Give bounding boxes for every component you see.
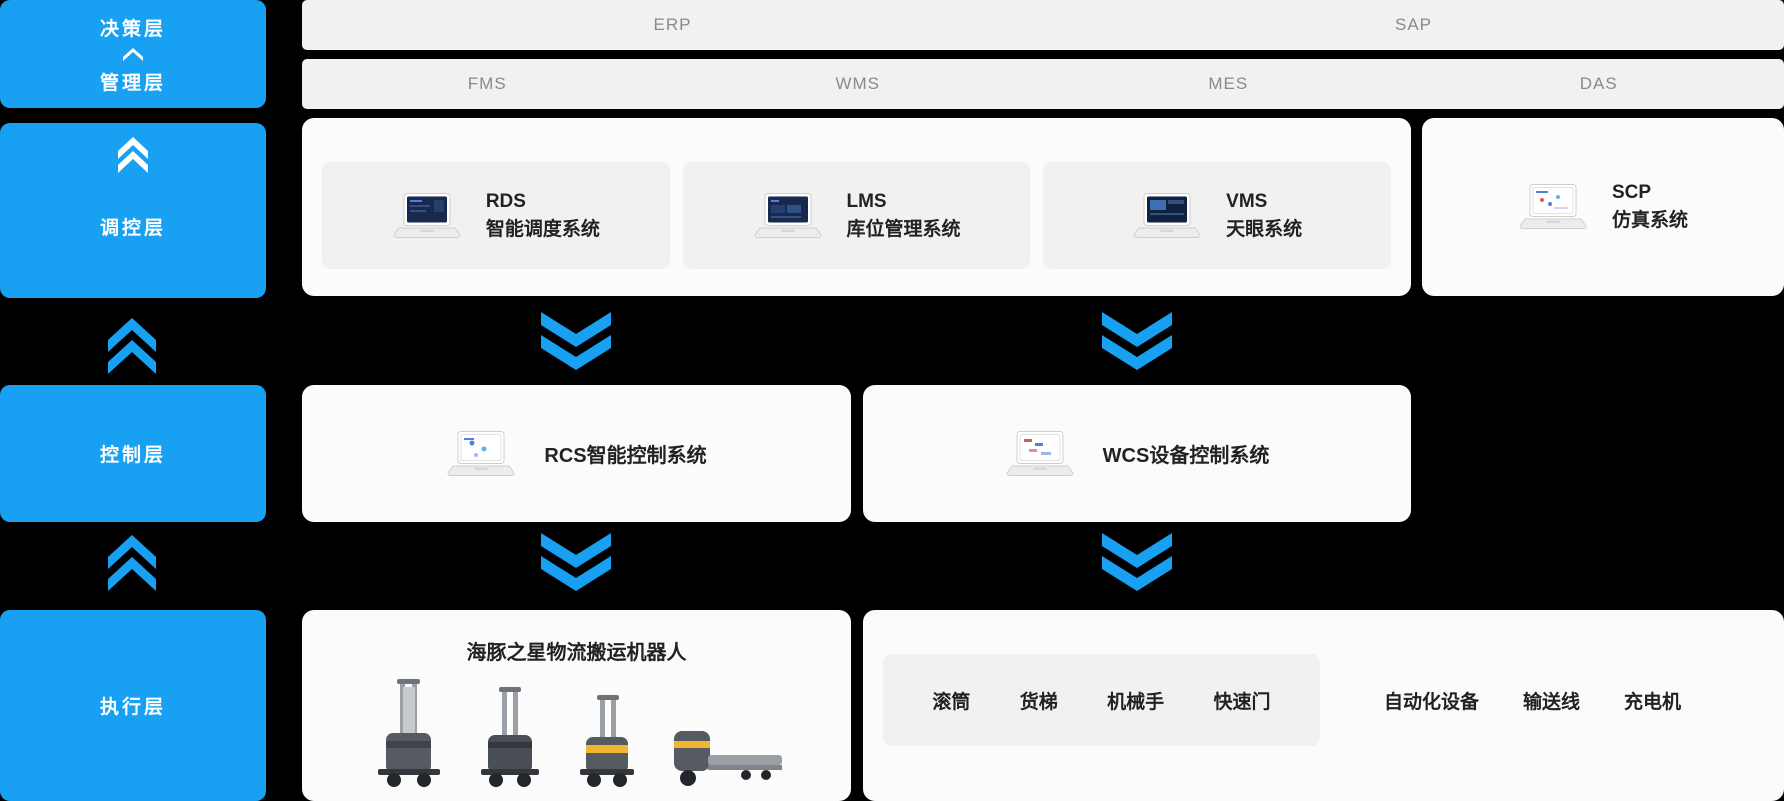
system-card-vms: VMS 天眼系统 [1043,162,1392,269]
stacker-agv-icon [579,695,634,787]
chevron-down-icon [1102,312,1172,370]
layer-box-control: 控制层 [0,385,266,522]
system-card-lms: LMS 库位管理系统 [682,162,1031,269]
system-card-text: VMS 天眼系统 [1226,188,1302,243]
bar-label-sap: SAP [1394,15,1433,34]
layer-label-control: 控制层 [99,445,166,466]
device-item: 货梯 [1019,691,1058,713]
erp-sap-bar: ERP SAP [302,0,1784,50]
laptop-icon [1006,430,1074,476]
laptop-icon [447,430,515,476]
system-card-rds: RDS 智能调度系统 [322,162,670,269]
system-card-text: SCP 仿真系统 [1612,179,1688,234]
chevron-up-icon [108,535,156,591]
bar-label-erp: ERP [653,15,692,34]
chevron-up-icon [123,47,143,61]
layer-box-execution: 执行层 [0,610,266,801]
device-group: 自动化设备 输送线 充电机 [1384,654,1681,746]
laptop-icon [1519,184,1587,229]
layer-box-decision-management: 决策层 管理层 [0,0,266,108]
laptop-icon [753,192,822,238]
bar-label-fms: FMS [467,74,507,93]
device-card: 滚筒 货梯 机械手 快速门 [883,654,1320,746]
system-card-text: LMS 库位管理系统 [847,188,961,243]
chevron-up-icon [118,137,148,173]
device-item: 机械手 [1107,691,1165,713]
bar-label-das: DAS [1579,74,1618,93]
robots-panel: 海豚之星物流搬运机器人 [302,610,851,801]
robots-title: 海豚之星物流搬运机器人 [466,642,687,664]
device-item: 输送线 [1523,691,1581,713]
pallet-agv-icon [673,731,782,786]
rcs-label: RCS智能控制系统 [544,445,707,467]
robots-row [368,669,786,801]
bar-label-mes: MES [1208,74,1249,93]
device-item: 充电机 [1624,691,1682,713]
system-card-text: RDS 智能调度系统 [486,188,600,243]
system-name: 库位管理系统 [846,218,961,240]
layer-label-management: 管理层 [99,72,166,94]
chevron-down-icon [541,533,611,591]
regulation-panel: RDS 智能调度系统 LMS 库位管理系统 [302,118,1411,296]
fms-wms-mes-das-bar: FMS WMS MES DAS [302,59,1784,109]
system-name: 天眼系统 [1226,218,1303,240]
forklift-agv-icon [377,679,440,787]
layer-label-regulation: 调控层 [99,218,166,239]
device-item: 自动化设备 [1384,691,1480,713]
scp-panel: SCP 仿真系统 [1422,118,1784,296]
laptop-icon [393,192,461,238]
forklift-agv-icon [480,687,539,787]
device-item: 快速门 [1213,691,1271,713]
laptop-icon [1133,192,1201,238]
layer-label-decision: 决策层 [99,18,166,40]
device-item: 滚筒 [932,691,971,713]
layer-box-regulation: 调控层 [0,123,266,298]
devices-panel: 滚筒 货梯 机械手 快速门 自动化设备 输送线 充电机 [863,610,1784,801]
chevron-down-icon [541,312,611,370]
chevron-down-icon [1102,533,1172,591]
wcs-label: WCS设备控制系统 [1102,445,1270,467]
system-name: 智能调度系统 [485,218,600,240]
wcs-panel: WCS设备控制系统 [863,385,1411,522]
rcs-panel: RCS智能控制系统 [302,385,851,522]
system-abbr: VMS [1226,190,1268,212]
system-name: 仿真系统 [1611,210,1688,231]
system-abbr: SCP [1611,182,1652,204]
chevron-up-icon [108,318,156,374]
layer-label-execution: 执行层 [99,697,166,718]
system-abbr: LMS [846,190,887,212]
bar-label-wms: WMS [835,74,881,93]
system-abbr: RDS [485,190,526,212]
